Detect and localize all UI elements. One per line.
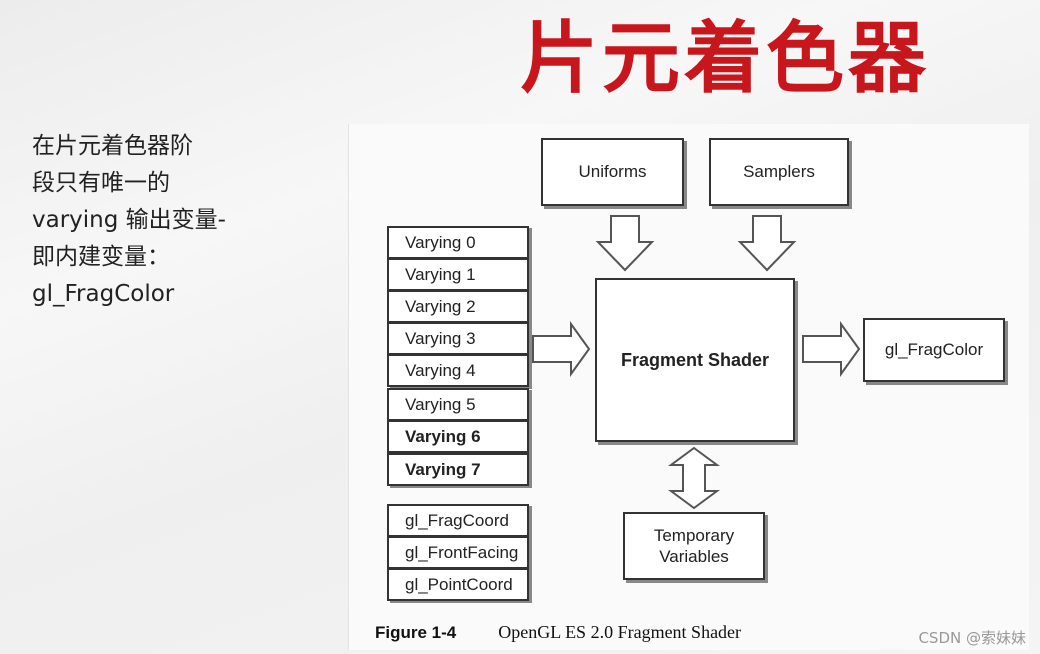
varying-cell: Varying 4 bbox=[387, 354, 529, 387]
side-text-line: 段只有唯一的 bbox=[32, 170, 170, 196]
diagram-arrows bbox=[532, 215, 861, 510]
varying-cell: Varying 2 bbox=[387, 290, 529, 323]
temp-label-line: Variables bbox=[659, 547, 729, 566]
varyings-right-arrow bbox=[532, 320, 591, 378]
varying-cell: Varying 1 bbox=[387, 258, 529, 291]
temp-bidirectional-arrow bbox=[667, 446, 721, 510]
samplers-down-arrow bbox=[737, 215, 797, 272]
watermark: CSDN @索妹妹 bbox=[918, 629, 1026, 647]
builtin-cell: gl_FragCoord bbox=[387, 504, 529, 537]
fragment-shader-figure: Uniforms Samplers Varying 0 Varying 1 Va… bbox=[348, 124, 1029, 650]
output-right-arrow bbox=[802, 320, 861, 378]
varying-cell: Varying 5 bbox=[387, 388, 529, 421]
uniforms-box: Uniforms bbox=[541, 138, 684, 206]
builtin-cell: gl_FrontFacing bbox=[387, 536, 529, 569]
samplers-box: Samplers bbox=[709, 138, 849, 206]
uniforms-down-arrow bbox=[595, 215, 655, 272]
varying-cell: Varying 3 bbox=[387, 322, 529, 355]
builtin-cell: gl_PointCoord bbox=[387, 568, 529, 601]
side-text-line: varying 输出变量- bbox=[32, 207, 226, 233]
varying-cell: Varying 0 bbox=[387, 226, 529, 259]
figure-caption-text: OpenGL ES 2.0 Fragment Shader bbox=[498, 622, 742, 642]
side-description: 在片元着色器阶 段只有唯一的 varying 输出变量- 即内建变量： gl_F… bbox=[32, 128, 272, 313]
varying-cell: Varying 6 bbox=[387, 420, 529, 453]
side-text-line: gl_FragColor bbox=[32, 281, 175, 307]
figure-number: Figure 1-4 bbox=[375, 623, 457, 642]
side-text-line: 在片元着色器阶 bbox=[32, 133, 193, 159]
gl-fragcolor-box: gl_FragColor bbox=[863, 318, 1005, 382]
fragment-shader-box: Fragment Shader bbox=[595, 278, 795, 442]
temp-label-line: Temporary bbox=[653, 526, 735, 545]
varying-cell: Varying 7 bbox=[387, 453, 529, 486]
slide-title: 片元着色器 bbox=[520, 14, 931, 104]
temporary-variables-box: Temporary Variables bbox=[623, 512, 765, 580]
figure-caption: Figure 1-4 OpenGL ES 2.0 Fragment Shader bbox=[375, 622, 741, 643]
side-text-line: 即内建变量： bbox=[32, 244, 170, 270]
